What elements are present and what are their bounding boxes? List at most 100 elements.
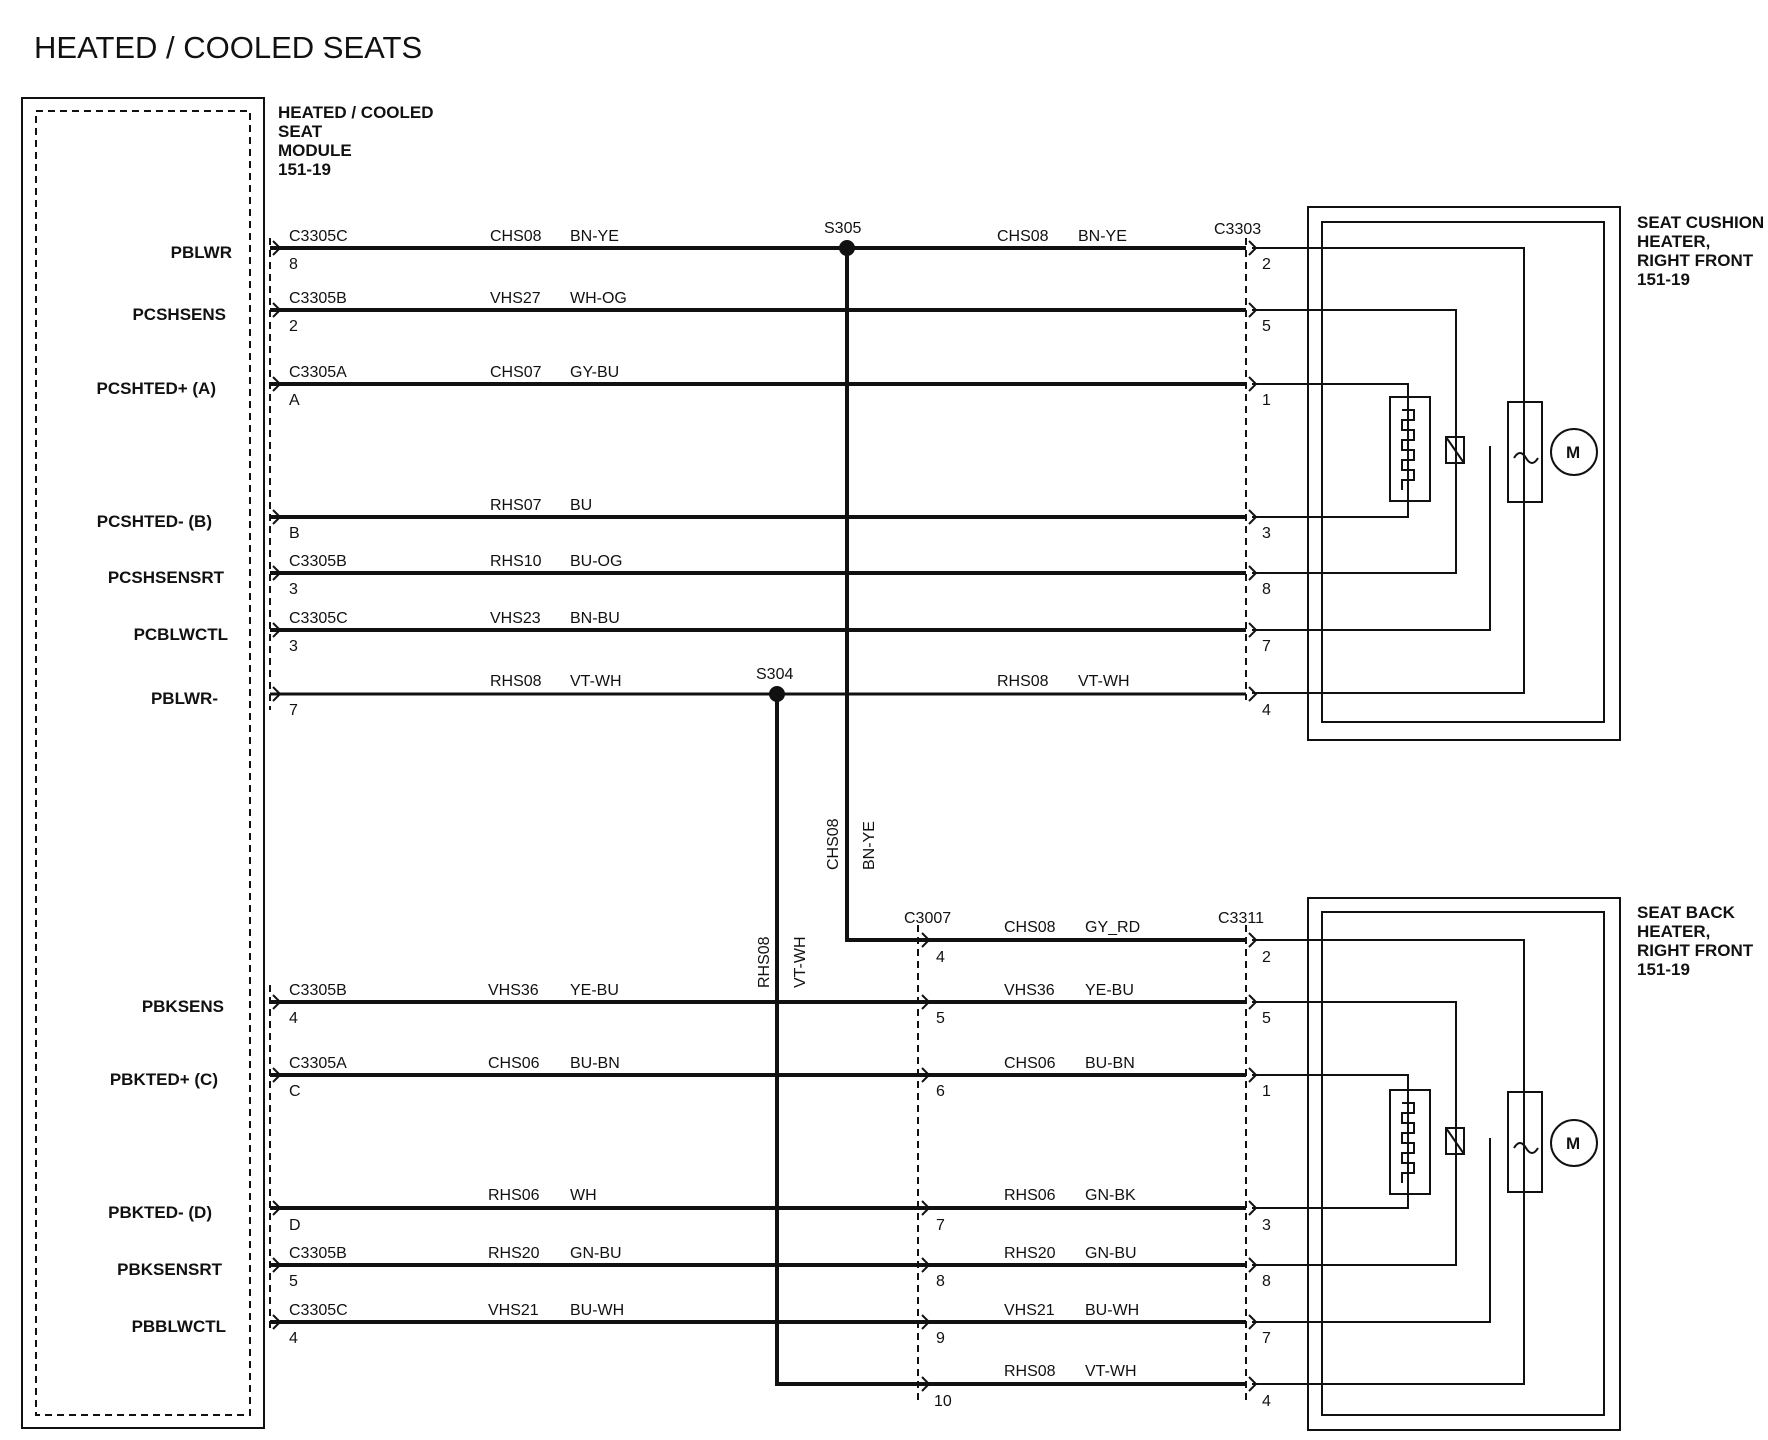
back-row: PBKSENSRT C3305B 5 RHS20 GN-BU 8 RHS20 G…	[117, 1245, 1271, 1290]
connector-id: C3305B	[289, 1245, 347, 1262]
module-label-line: SEAT	[278, 122, 323, 141]
pin-arrow	[1248, 509, 1258, 525]
circuit-id: CHS07	[490, 364, 542, 381]
dest-pin-number: 3	[1262, 1217, 1271, 1234]
connector-id: C3305C	[289, 228, 348, 245]
pin-arrow	[921, 1376, 931, 1392]
wire-color: GN-BU	[1085, 1245, 1137, 1262]
pin-arrow	[1248, 994, 1258, 1010]
wire-color: BN-BU	[570, 610, 620, 627]
connector-id: C3305C	[289, 1302, 348, 1319]
mid-pin-number: 9	[936, 1330, 945, 1347]
connector-id: C3305A	[289, 364, 347, 381]
module-label-line: 151-19	[278, 160, 331, 179]
mid-pin-number: 4	[936, 949, 945, 966]
dest-pin-number: 1	[1262, 392, 1271, 409]
cushion-row: PCSHTED+ (A) C3305A A CHS07 GY-BU 1	[97, 364, 1271, 409]
splice-s304-drop-wire	[775, 694, 918, 1386]
seat-cushion-label: SEAT CUSHION HEATER, RIGHT FRONT 151-19	[1637, 213, 1764, 289]
pin-arrow	[921, 1257, 931, 1273]
module-label: HEATED / COOLED SEAT MODULE 151-19	[278, 103, 434, 179]
circuit-id: VHS21	[1004, 1302, 1055, 1319]
dest-pin-number: 5	[1262, 1010, 1271, 1027]
pin-number: 3	[289, 638, 298, 655]
circuit-id: RHS08	[997, 673, 1049, 690]
pin-arrow	[1248, 1200, 1258, 1216]
seat-back-label: SEAT BACK HEATER, RIGHT FRONT 151-19	[1637, 903, 1754, 979]
connector-id: C3305B	[289, 553, 347, 570]
circuit-id: VHS36	[488, 982, 539, 999]
wire-color: BN-YE	[1078, 228, 1127, 245]
circuit-id: RHS06	[488, 1187, 540, 1204]
wire-color: YE-BU	[1085, 982, 1134, 999]
signal-name: PCSHSENSRT	[108, 568, 225, 587]
pin-arrow	[272, 686, 282, 702]
pin-arrow	[1248, 240, 1258, 256]
wire-color: GY-BU	[570, 364, 619, 381]
dest-pin-number: 2	[1262, 256, 1271, 273]
module-label-line: MODULE	[278, 141, 352, 160]
pin-arrow	[272, 994, 282, 1010]
pin-arrow	[1248, 565, 1258, 581]
pin-arrow	[272, 622, 282, 638]
signal-name: PBLWR-	[151, 689, 218, 708]
cushion-motor-icon: M	[1550, 428, 1598, 476]
signal-name: PBKTED+ (C)	[110, 1070, 218, 1089]
connector-c3311-label: C3311	[1218, 910, 1264, 927]
mid-pin-number: 5	[936, 1010, 945, 1027]
dest-pin-number: 7	[1262, 1330, 1271, 1347]
signal-name: PBBLWCTL	[132, 1317, 226, 1336]
seat-back-label-line: SEAT BACK	[1637, 903, 1736, 922]
pin-number: D	[289, 1217, 301, 1234]
dest-pin-number: 4	[1262, 702, 1271, 719]
seat-back-inner	[1321, 911, 1605, 1416]
pin-arrow	[272, 509, 282, 525]
circuit-id: RHS06	[1004, 1187, 1056, 1204]
module-inner-dashed	[35, 110, 251, 1416]
seat-cushion-label-line: SEAT CUSHION	[1637, 213, 1764, 232]
pin-number: C	[289, 1083, 301, 1100]
wire-color: GN-BU	[570, 1245, 622, 1262]
wire-color: BU-BN	[570, 1055, 620, 1072]
pin-arrow	[272, 1067, 282, 1083]
wire-color: BU-OG	[570, 553, 622, 570]
diagram-title: HEATED / COOLED SEATS	[34, 30, 422, 65]
circuit-id: RHS08	[1004, 1363, 1056, 1380]
back-motor-icon: M	[1550, 1119, 1598, 1167]
circuit-id: CHS06	[488, 1055, 540, 1072]
splice-s304-label: S304	[756, 666, 793, 683]
back-row: PBBLWCTL C3305C 4 VHS21 BU-WH 9 VHS21 BU…	[132, 1302, 1271, 1347]
pin-number: 4	[289, 1330, 298, 1347]
wire-color: BU-BN	[1085, 1055, 1135, 1072]
pin-number: 7	[289, 702, 298, 719]
pin-number: B	[289, 525, 300, 542]
connector-c3303-label: C3303	[1214, 221, 1261, 238]
pin-arrow	[1248, 302, 1258, 318]
pin-arrow	[1248, 1314, 1258, 1330]
signal-name: PCSHTED+ (A)	[97, 379, 216, 398]
seat-back-label-line: 151-19	[1637, 960, 1690, 979]
wire-color: YE-BU	[570, 982, 619, 999]
dest-pin-number: 5	[1262, 318, 1271, 335]
pin-arrow	[272, 1314, 282, 1330]
connector-id: C3305B	[289, 290, 347, 307]
circuit-id: RHS20	[1004, 1245, 1056, 1262]
pin-number: 4	[289, 1010, 298, 1027]
pin-arrow	[921, 1200, 931, 1216]
back-row: PBKTED+ (C) C3305A C CHS06 BU-BN 6 CHS06…	[110, 1055, 1271, 1100]
wire-color: VT-WH	[570, 673, 622, 690]
pin-arrow	[1248, 932, 1258, 948]
motor-label: M	[1566, 1134, 1580, 1153]
wire-color: BU-WH	[1085, 1302, 1139, 1319]
pin-arrow	[1248, 686, 1258, 702]
pin-number: 3	[289, 581, 298, 598]
circuit-id: VHS36	[1004, 982, 1055, 999]
back-internal-wiring	[1252, 939, 1543, 1385]
pin-arrow	[272, 302, 282, 318]
circuit-id: RHS07	[490, 497, 542, 514]
wire-color: VT-WH	[1078, 673, 1130, 690]
pin-arrow	[921, 1067, 931, 1083]
pin-arrow	[272, 565, 282, 581]
pin-number: 5	[289, 1273, 298, 1290]
